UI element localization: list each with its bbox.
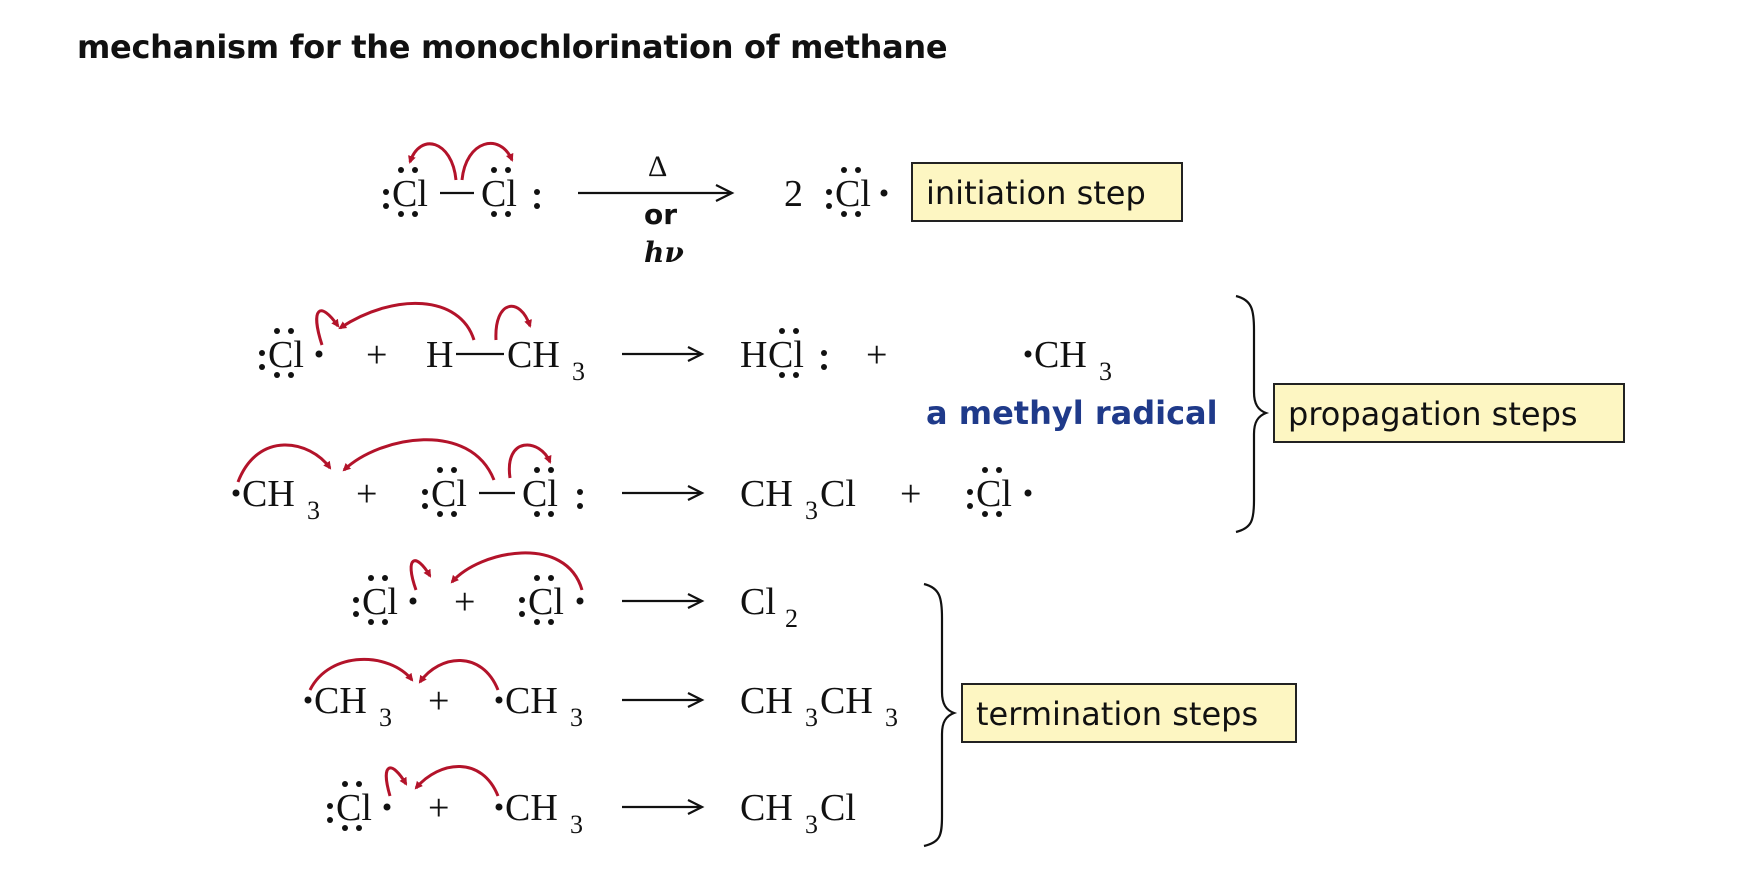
svg-text:Cl: Cl [431, 473, 467, 515]
svg-text:Cl: Cl [740, 581, 776, 623]
svg-text:CH: CH [505, 787, 558, 829]
svg-text:3: 3 [570, 703, 583, 732]
coefficient: 2 [784, 173, 803, 215]
svg-text:3: 3 [805, 496, 818, 525]
electron-arrow [418, 659, 500, 691]
svg-text:3: 3 [307, 496, 320, 525]
electron-arrow [338, 301, 476, 341]
methyl-radical-note: a methyl radical [926, 394, 1218, 432]
svg-text:+: + [866, 334, 887, 376]
electron-arrow [315, 309, 340, 346]
svg-text:+: + [428, 787, 449, 829]
svg-text:H: H [740, 334, 767, 376]
svg-text:Cl: Cl [820, 787, 856, 829]
svg-text:Cl: Cl [976, 473, 1012, 515]
or-label: or [644, 198, 677, 231]
electron-arrow [460, 142, 514, 181]
svg-text:3: 3 [379, 703, 392, 732]
svg-text:CH: CH [740, 473, 793, 515]
svg-text:termination steps: termination steps [976, 695, 1258, 733]
svg-text:+: + [356, 473, 377, 515]
svg-text:3: 3 [572, 357, 585, 386]
svg-text:H: H [426, 334, 453, 376]
cl-atom: Cl [392, 173, 428, 215]
svg-text:CH: CH [740, 680, 793, 722]
electron-arrow [414, 765, 500, 797]
svg-text:3: 3 [570, 810, 583, 839]
heat-symbol: Δ [648, 150, 667, 183]
cl-atom: Cl [835, 173, 871, 215]
svg-text:+: + [454, 581, 475, 623]
termination-brace [923, 582, 958, 848]
svg-text:Cl: Cl [768, 334, 804, 376]
svg-text:Cl: Cl [268, 334, 304, 376]
svg-text:Cl: Cl [362, 581, 398, 623]
svg-text:Cl: Cl [522, 473, 558, 515]
svg-text:CH: CH [740, 787, 793, 829]
propagation-brace [1235, 294, 1270, 534]
electron-arrow [409, 559, 432, 591]
svg-text:3: 3 [805, 703, 818, 732]
initiation-arrow: Δ or hν [578, 150, 735, 269]
svg-text:initiation step: initiation step [926, 174, 1146, 212]
electron-arrow [342, 438, 496, 481]
svg-text:CH: CH [820, 680, 873, 722]
svg-text:Cl: Cl [528, 581, 564, 623]
svg-text:+: + [428, 680, 449, 722]
propagation-label: propagation steps [1273, 383, 1625, 443]
termination-label: termination steps [961, 683, 1297, 743]
svg-text:Cl: Cl [336, 787, 372, 829]
svg-text:CH: CH [242, 473, 295, 515]
electron-arrow [408, 142, 458, 181]
electron-arrow [507, 443, 552, 479]
svg-text:CH: CH [1034, 334, 1087, 376]
termination-step-1: Cl + Cl Cl 2 [353, 551, 798, 633]
termination-step-3: Cl + CH 3 CH 3 Cl [327, 765, 856, 839]
electron-arrow [494, 304, 532, 341]
propagation-step-1: Cl + H CH 3 H Cl + CH 3 a methyl radical [259, 301, 1218, 432]
propagation-step-2: CH 3 + Cl Cl CH 3 Cl + Cl [232, 438, 1032, 525]
initiation-product: 2 Cl [784, 167, 888, 217]
svg-text:3: 3 [805, 810, 818, 839]
svg-text:CH: CH [314, 680, 367, 722]
svg-text:+: + [900, 473, 921, 515]
svg-text:+: + [366, 334, 387, 376]
light-symbol: hν [644, 236, 684, 269]
svg-text:Cl: Cl [820, 473, 856, 515]
svg-text:propagation steps: propagation steps [1288, 395, 1578, 433]
initiation-reactant: Cl Cl [383, 142, 540, 217]
electron-arrow [236, 443, 332, 483]
svg-text:3: 3 [885, 703, 898, 732]
electron-arrow [308, 658, 414, 691]
svg-text:CH: CH [505, 680, 558, 722]
initiation-label: initiation step [911, 162, 1183, 222]
electron-arrow [450, 551, 584, 591]
svg-text:3: 3 [1099, 357, 1112, 386]
cl-atom: Cl [481, 173, 517, 215]
termination-step-2: CH 3 + CH 3 CH 3 CH 3 [304, 658, 898, 732]
svg-text:CH: CH [507, 334, 560, 376]
electron-arrow [384, 766, 408, 797]
page-title: mechanism for the monochlorination of me… [77, 28, 948, 66]
svg-text:2: 2 [785, 604, 798, 633]
